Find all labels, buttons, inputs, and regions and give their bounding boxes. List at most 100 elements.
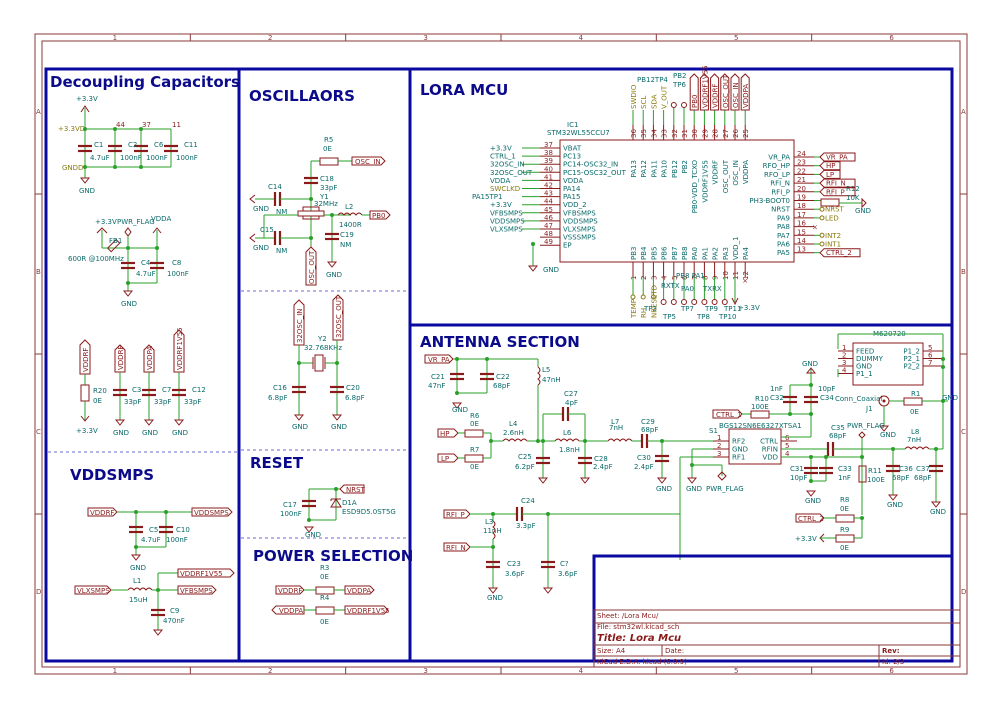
- antenna-pin-name: P2_1: [903, 355, 920, 363]
- svg-text:C17: C17: [283, 501, 297, 509]
- svg-text:ESD9D5.0ST5G: ESD9D5.0ST5G: [342, 508, 396, 516]
- svg-text:28: 28: [712, 129, 720, 138]
- svg-text:C?: C?: [560, 560, 569, 568]
- ic1-pin-name: PB6: [661, 246, 669, 260]
- svg-text:BGS12SN6E6327XTSA1: BGS12SN6E6327XTSA1: [719, 422, 802, 430]
- grid-row-label: D: [36, 588, 41, 596]
- ic1-pin-name: PA5: [777, 249, 790, 257]
- ic1-net-label: VFBSMPS: [490, 209, 523, 217]
- ic1-net-label: RH: [640, 308, 648, 318]
- svg-text:10: 10: [722, 271, 730, 280]
- svg-text:100nF: 100nF: [120, 154, 142, 162]
- svg-text:0E: 0E: [93, 397, 102, 405]
- svg-text:C12: C12: [192, 386, 206, 394]
- grid-row-label: C: [36, 428, 41, 436]
- svg-text:IC1: IC1: [567, 121, 578, 129]
- svg-text:4pF: 4pF: [565, 399, 578, 407]
- grid-col-label: 3: [423, 34, 427, 42]
- svg-text:100nF: 100nF: [166, 536, 188, 544]
- svg-text:5: 5: [785, 442, 789, 450]
- svg-text:GND: GND: [121, 300, 137, 308]
- ic1-pin-name: PC14-OSC32_IN: [563, 161, 618, 169]
- switch-pin-name: VDD: [762, 454, 778, 462]
- svg-text:3.3pF: 3.3pF: [516, 522, 536, 530]
- svg-text:GND: GND: [130, 564, 146, 572]
- svg-text:44: 44: [544, 198, 553, 206]
- svg-text:Y1: Y1: [319, 193, 329, 201]
- svg-text:GND: GND: [656, 485, 672, 493]
- ic1-net-label: PB0: [691, 95, 699, 108]
- ic1-pin-name: PA13: [630, 160, 638, 177]
- ic1-pin-name: PB4: [640, 246, 648, 260]
- svg-text:0E: 0E: [840, 505, 849, 513]
- svg-text:7: 7: [928, 359, 932, 367]
- svg-text:L2: L2: [345, 203, 353, 211]
- svg-text:5: 5: [671, 276, 679, 280]
- svg-text:39: 39: [544, 157, 553, 165]
- svg-text:C19: C19: [340, 231, 354, 239]
- svg-text:33pF: 33pF: [124, 398, 141, 406]
- svg-text:11nH: 11nH: [483, 527, 502, 535]
- svg-text:C24: C24: [521, 497, 535, 505]
- svg-text:C16: C16: [273, 384, 287, 392]
- svg-text:VDDRF: VDDRF: [278, 587, 302, 595]
- oscillator-32khz: 32OSC_IN 32OSC_OUT Y2 32.768KHz C16 6.8p…: [268, 294, 365, 431]
- sheet-rev: Rev:: [882, 647, 900, 655]
- ic1-pin-name: VDDRF: [712, 160, 720, 184]
- ic1-net-label: PA15TP1: [472, 193, 502, 201]
- svg-text:30: 30: [691, 129, 699, 138]
- section-title-antenna: ANTENNA SECTION: [420, 333, 580, 351]
- svg-text:PB0: PB0: [372, 212, 385, 220]
- svg-text:C32: C32: [770, 394, 784, 402]
- svg-text:10K: 10K: [846, 194, 860, 202]
- svg-text:48: 48: [544, 230, 553, 238]
- svg-text:VDDSMPS: VDDSMPS: [194, 509, 229, 517]
- svg-text:CTRL_1: CTRL_1: [716, 411, 742, 419]
- ic1-pin-name: VBAT: [563, 145, 582, 153]
- svg-text:TP10: TP10: [718, 313, 736, 321]
- svg-text:2.4pF: 2.4pF: [593, 463, 613, 471]
- svg-text:9: 9: [712, 276, 720, 280]
- svg-text:R20: R20: [93, 387, 107, 395]
- grid-col-label: 3: [423, 667, 427, 675]
- svg-text:VDDRF: VDDRF: [117, 346, 125, 370]
- ic1-pin-name: PB8: [681, 247, 689, 260]
- ic1-net-label: NRESETD: [650, 285, 658, 318]
- svg-text:C27: C27: [564, 390, 578, 398]
- sheet-date: Date:: [665, 647, 684, 655]
- svg-text:VDDRF1V55: VDDRF1V55: [176, 327, 184, 370]
- ic1-pin-name: PB2: [681, 160, 689, 173]
- svg-text:6: 6: [928, 352, 933, 360]
- svg-text:GND: GND: [331, 423, 347, 431]
- svg-text:3.6pF: 3.6pF: [558, 570, 578, 578]
- svg-text:L3: L3: [485, 518, 493, 526]
- svg-text:1nF: 1nF: [838, 474, 851, 482]
- svg-text:VDDRF: VDDRF: [90, 509, 114, 517]
- kicad-version: KiCad E.D.A. kicad (6.0.9): [597, 658, 687, 666]
- svg-text:4: 4: [842, 367, 847, 375]
- svg-text:45: 45: [544, 206, 553, 214]
- svg-text:C31: C31: [790, 465, 804, 473]
- svg-text:1400R: 1400R: [339, 221, 362, 229]
- svg-text:C23: C23: [507, 560, 521, 568]
- svg-text:GND: GND: [855, 207, 871, 215]
- ic1-pin-name: VLXSMPS: [563, 226, 596, 234]
- ic1-pin-name: PA12: [640, 160, 648, 177]
- switch-pin-name: CTRL: [760, 438, 778, 446]
- ic1-net-label: 32OSC_OUT: [490, 169, 533, 177]
- svg-text:VDDRF1V55: VDDRF1V55: [180, 570, 223, 578]
- svg-text:GND: GND: [887, 501, 903, 509]
- svg-text:C3: C3: [132, 386, 141, 394]
- ic1-net-label: +3.3V: [490, 145, 512, 153]
- ic1-pin-name: VDDSMPS: [563, 217, 598, 225]
- ic1-pin-name: VDDRF1V55: [701, 160, 709, 203]
- svg-text:0E: 0E: [320, 618, 329, 626]
- ic1-net-label: VDDPA: [742, 84, 750, 108]
- svg-text:R1: R1: [911, 390, 920, 398]
- svg-text:VLXSMPS: VLXSMPS: [77, 587, 110, 595]
- svg-text:TP7: TP7: [680, 305, 694, 313]
- svg-text:VDDPA: VDDPA: [347, 587, 371, 595]
- grid-row-label: D: [961, 588, 966, 596]
- grid-col-label: 5: [734, 667, 738, 675]
- svg-text:PB12TP4: PB12TP4: [637, 76, 668, 84]
